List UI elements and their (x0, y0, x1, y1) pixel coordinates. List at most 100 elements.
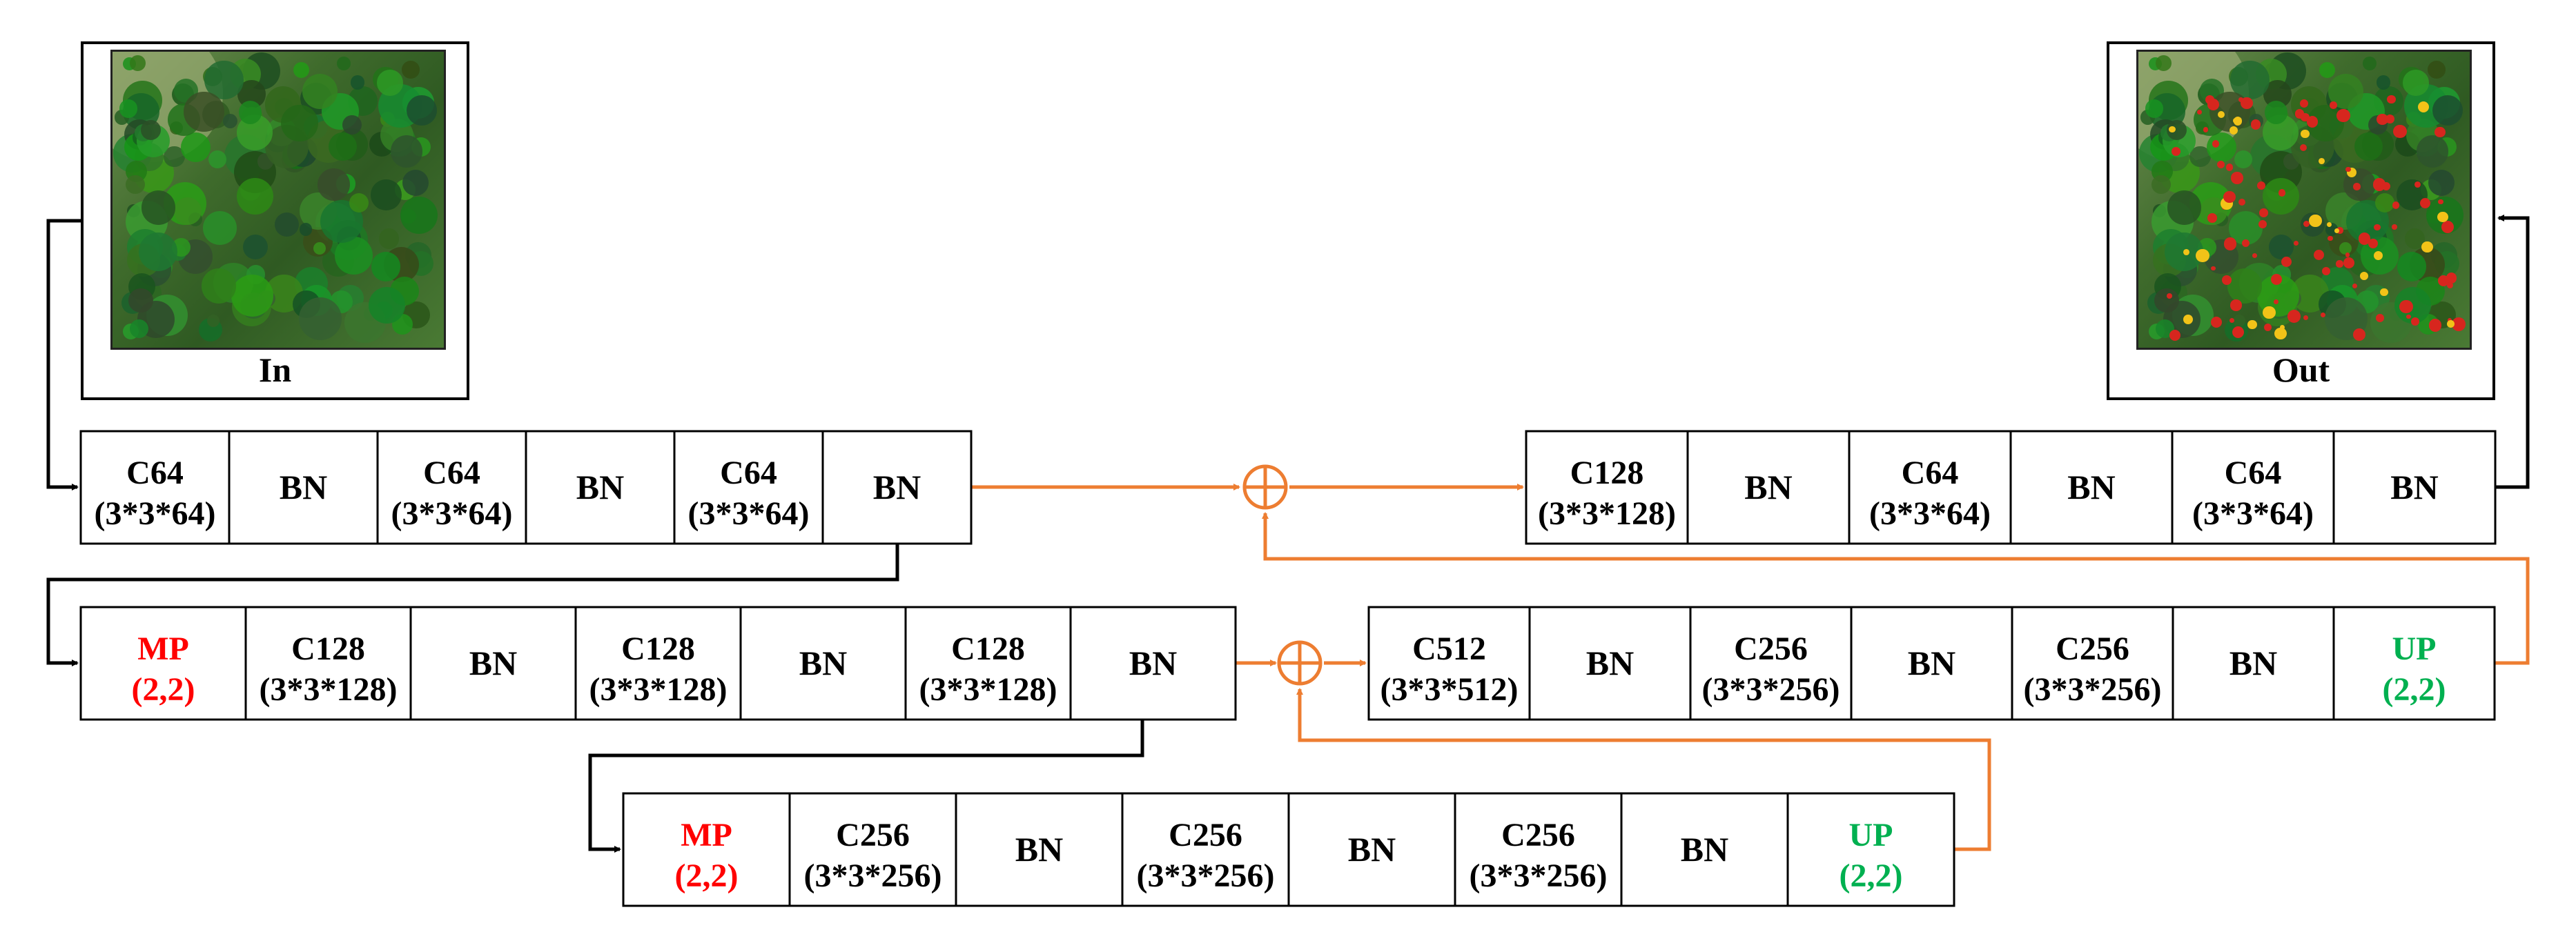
tree-canopy (236, 177, 273, 215)
detection-mark (2359, 272, 2368, 281)
layer-name: C128 (621, 631, 695, 667)
detection-mark (2428, 319, 2442, 332)
tree-canopy (402, 169, 429, 197)
layer-name: BN (1348, 830, 1396, 869)
detection-mark (2293, 241, 2299, 246)
layer-name: BN (1015, 830, 1063, 869)
layer-box (1121, 792, 1290, 907)
detection-mark (2421, 241, 2433, 253)
tree-canopy (2234, 150, 2253, 168)
detection-mark (2321, 266, 2331, 276)
encoder-block-1-cell: C64(3*3*64) (79, 430, 231, 545)
detection-mark (2273, 299, 2279, 304)
layer-name: BN (1586, 644, 1634, 682)
detection-mark (2391, 224, 2397, 230)
detection-mark (2211, 266, 2216, 271)
layer-params: (3*3*256) (1137, 858, 1275, 894)
detection-mark (2380, 288, 2388, 296)
layer-name: C512 (1412, 631, 1486, 667)
layer-name: BN (576, 468, 624, 506)
layer-box (904, 606, 1072, 721)
layer-box (525, 430, 676, 545)
decoder-block-2-cell: C256(3*3*256) (2011, 606, 2174, 721)
encoder-block-3-cell: BN (1287, 792, 1456, 907)
tree-canopy (2397, 252, 2427, 281)
detection-mark (2382, 182, 2391, 191)
tree-canopy (313, 242, 326, 255)
decoder-block-1-cell: BN (2332, 430, 2497, 545)
encoder-block-2-cell: BN (409, 606, 577, 721)
tree-canopy (140, 119, 161, 140)
detection-mark (2212, 140, 2220, 148)
tree-canopy (2376, 75, 2390, 90)
detection-mark (2238, 199, 2246, 206)
input-image-label: In (258, 350, 292, 389)
detection-mark (2281, 257, 2292, 268)
decoder-block-2-cell: C256 (3*3*256) (1689, 606, 1853, 721)
decoder-block-1-cell: C128(3*3*128) (1525, 430, 1689, 545)
layer-name: C256 (1734, 631, 1808, 667)
detection-mark (2241, 239, 2250, 247)
tree-canopy (2416, 135, 2449, 168)
detection-mark (2300, 129, 2310, 139)
layer-params: (2,2) (2383, 671, 2446, 708)
encoder-2-to-3-arrow (588, 720, 1144, 853)
tree-canopy (329, 132, 358, 161)
layer-name: BN (1908, 644, 1955, 682)
decoder-block-1-cell: BN (2009, 430, 2174, 545)
tree-canopy (2227, 268, 2263, 304)
tree-canopy (376, 70, 403, 96)
detection-mark (2223, 237, 2237, 251)
decoder-block-2-cell: UP(2,2) (2332, 606, 2496, 721)
layer-name: BN (799, 644, 847, 682)
detection-mark (2229, 126, 2238, 135)
tree-canopy (141, 190, 176, 226)
layer-box (739, 606, 907, 721)
tree-canopy (2206, 132, 2236, 162)
tree-canopy (126, 175, 145, 194)
input-aerial-photo (110, 50, 446, 350)
detection-mark (2263, 306, 2276, 319)
layer-params: (3*3*256) (2024, 671, 2162, 708)
layer-params: (2,2) (675, 858, 739, 894)
tree-canopy (378, 228, 400, 249)
detection-mark (2169, 329, 2181, 341)
input-to-encoder-arrow (46, 219, 81, 491)
encoder-block-3-cell: MP(2,2) (622, 792, 791, 907)
layer-params: (3*3*256) (1702, 671, 1840, 708)
output-image-label: Out (2272, 350, 2330, 389)
layer-box (1528, 606, 1692, 721)
encoder-block-3-cell: C256(3*3*256) (1454, 792, 1623, 907)
layer-box (788, 792, 957, 907)
detection-mark (2294, 108, 2305, 119)
detection-mark (2183, 249, 2189, 256)
tree-canopy (299, 223, 313, 236)
layer-name: BN (2067, 468, 2115, 506)
detection-mark (2233, 117, 2242, 126)
tree-canopy (129, 319, 148, 339)
layer-box (79, 430, 231, 545)
tree-canopy (342, 115, 362, 135)
layer-params: (3*3*128) (919, 671, 1057, 708)
layer-box (228, 430, 379, 545)
output-image-frame: Out (2107, 41, 2495, 400)
layer-box (2332, 430, 2497, 545)
tree-canopy (400, 196, 438, 234)
layer-box (821, 430, 973, 545)
layer-params: (3*3*64) (391, 495, 513, 532)
tree-canopy (2428, 169, 2455, 197)
input-image-frame: In (81, 41, 469, 400)
tree-canopy (180, 132, 211, 162)
tree-canopy (336, 56, 351, 71)
detection-mark (2264, 324, 2272, 332)
detection-mark (2314, 249, 2325, 260)
tree-canopy (2375, 192, 2395, 212)
layer-name: C128 (1570, 455, 1644, 491)
decoder-block-1-cell: BN (1686, 430, 1851, 545)
detection-mark (2392, 201, 2400, 209)
detection-mark (2406, 314, 2411, 319)
layer-params: (3*3*128) (589, 671, 728, 708)
layer-box (1686, 430, 1851, 545)
layer-params: (2,2) (132, 671, 195, 708)
detection-mark (2217, 111, 2225, 118)
